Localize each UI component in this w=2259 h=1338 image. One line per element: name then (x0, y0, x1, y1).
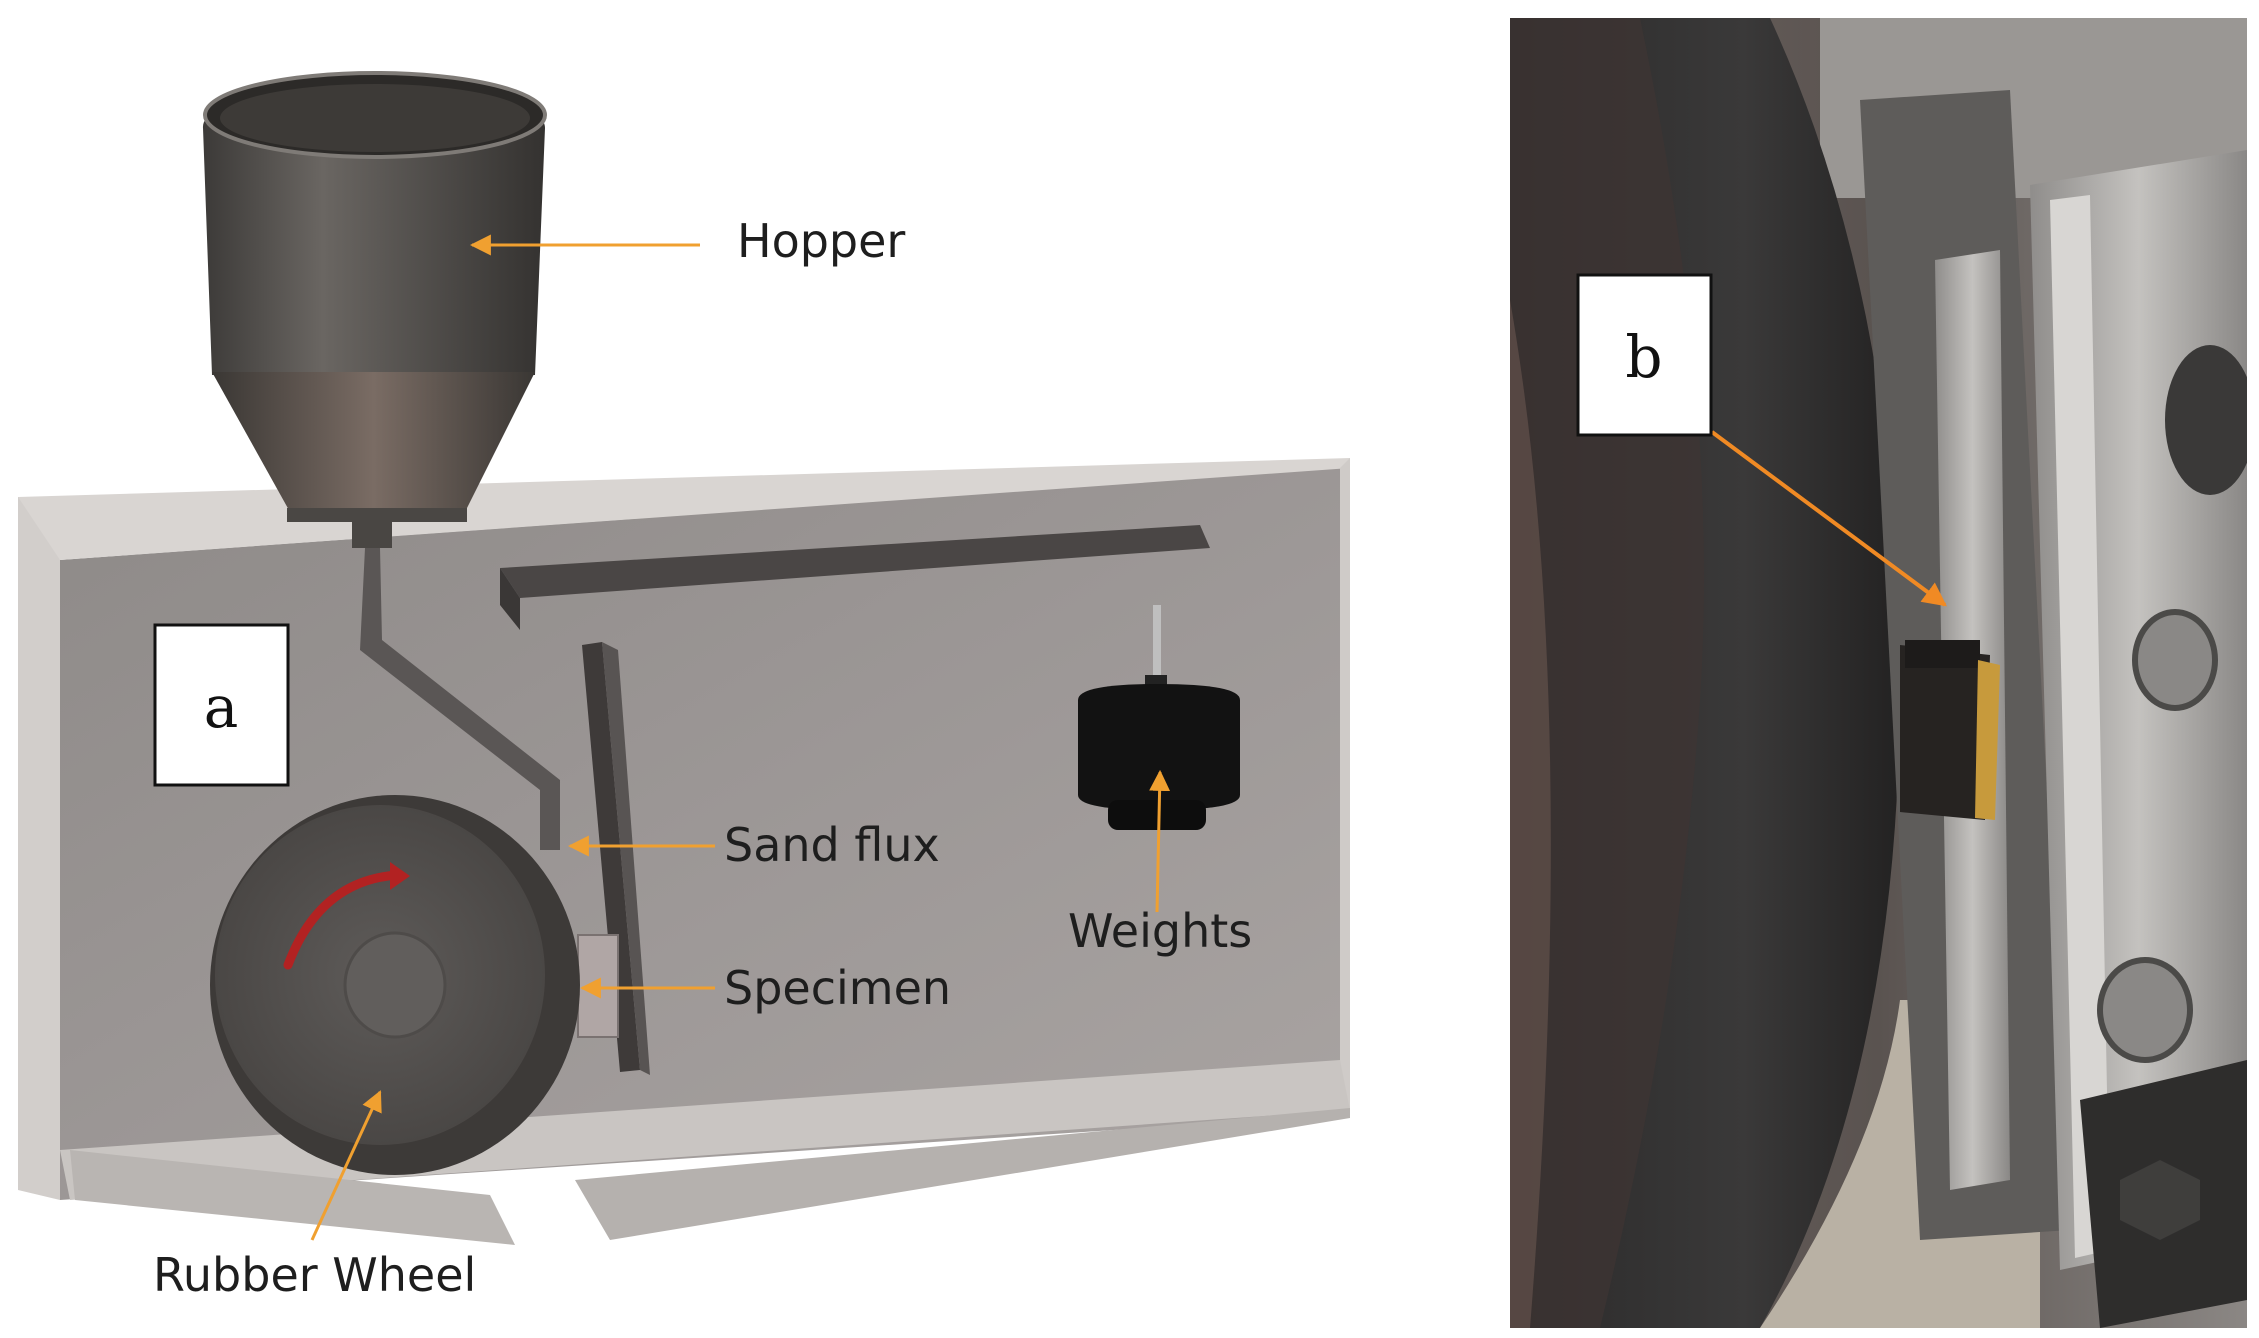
box-top-rim (18, 458, 1350, 560)
panel-b-letter: b (1625, 323, 1662, 391)
weights-label: Weights (1068, 904, 1252, 958)
box-front-lip-left (70, 1150, 515, 1245)
wheel-hub (343, 931, 447, 1039)
rotation-arrow (283, 870, 403, 970)
rubber-wheel-callout-arrow (310, 1090, 382, 1241)
rubber-wheel-label: Rubber Wheel (153, 1248, 476, 1302)
panel-a-letter-box (153, 623, 290, 787)
panel-a-letter: a (204, 673, 239, 741)
panel-b-photo (1510, 18, 2247, 1328)
panel-a: Hopper Sand flux Specimen Weights Rubber… (18, 71, 1350, 1302)
box-left-wall (18, 497, 60, 1200)
specimen-photo (1975, 660, 2000, 820)
weights (1078, 684, 1240, 810)
panel-b-callout-arrow (1710, 430, 1947, 607)
panel-b-letter-box (1576, 273, 1713, 437)
box-front-lip-right (575, 1108, 1350, 1240)
specimen-label: Specimen (724, 961, 951, 1015)
sand-flux-label: Sand flux (724, 818, 940, 872)
box-right-wall (1340, 458, 1350, 1115)
weight-rod (1153, 605, 1161, 685)
specimen (577, 934, 619, 1038)
sand-feed-tube (360, 548, 560, 850)
lever-arm (500, 525, 1210, 598)
panel-b: b (1510, 18, 2247, 1328)
hopper-label: Hopper (737, 214, 905, 268)
weights-callout-arrow (1149, 769, 1171, 913)
specimen-holder (582, 642, 640, 1072)
hopper (202, 71, 547, 548)
